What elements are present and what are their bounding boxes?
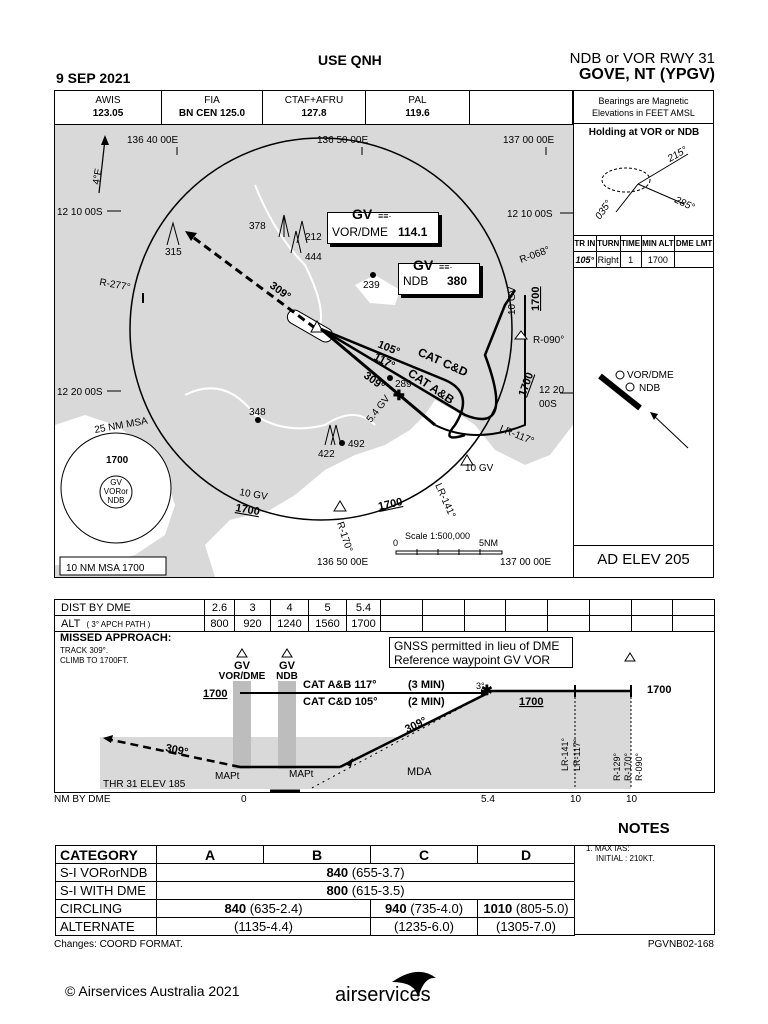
svg-text:136 50 00E: 136 50 00E: [317, 557, 368, 568]
svg-text:212: 212: [305, 232, 322, 243]
svg-text:1700: 1700: [234, 502, 260, 518]
qnh-note: USE QNH: [318, 52, 382, 68]
svg-text:315: 315: [165, 247, 182, 258]
svg-text:444: 444: [305, 252, 322, 263]
svg-text:Scale 1:500,000: Scale 1:500,000: [405, 531, 470, 541]
copyright: © Airservices Australia 2021: [65, 983, 240, 999]
svg-text:R-170°: R-170°: [623, 752, 633, 781]
svg-text:492: 492: [348, 439, 365, 450]
axis-label: NM BY DME: [54, 794, 111, 805]
svg-text:00S: 00S: [539, 399, 557, 410]
freq-blank: [470, 91, 573, 124]
svg-text:10 GV: 10 GV: [507, 286, 518, 315]
svg-text:LR-141°: LR-141°: [560, 737, 570, 771]
svg-text:LR-117°: LR-117°: [572, 738, 582, 771]
svg-text:THR 31 ELEV 185: THR 31 ELEV 185: [103, 779, 186, 790]
missed-text: TRACK 309°.CLIMB TO 1700FT.: [60, 646, 129, 665]
svg-text:NDB: NDB: [639, 383, 660, 394]
svg-text:137 00 00E: 137 00 00E: [500, 557, 551, 568]
svg-text:5NM: 5NM: [479, 538, 498, 548]
minima-table: CATEGORY A B C D S-I VORorNDB 840 (655-3…: [55, 845, 575, 936]
svg-text:12 10 00S: 12 10 00S: [507, 209, 553, 220]
svg-text:1700: 1700: [377, 496, 403, 513]
svg-text:12 20 00S: 12 20 00S: [57, 387, 103, 398]
svg-text:MDA: MDA: [407, 766, 432, 778]
svg-text:136 50 00E: 136 50 00E: [317, 135, 368, 146]
svg-text:R-129°: R-129°: [612, 752, 622, 781]
variation-label: 4°E: [91, 167, 105, 185]
svg-text:(2 MIN): (2 MIN): [408, 696, 445, 708]
svg-text:309°: 309°: [164, 742, 189, 758]
svg-text:1700: 1700: [530, 287, 542, 311]
notes-list: 1. MAX IAS: INITIAL : 210KT.: [586, 844, 655, 863]
svg-text:1700: 1700: [106, 455, 129, 466]
svg-text:GV: GV: [110, 478, 122, 487]
ad-elevation: AD ELEV 205: [573, 545, 714, 568]
svg-text:12 20: 12 20: [539, 385, 564, 396]
svg-text:(3 MIN): (3 MIN): [408, 679, 445, 691]
holding-title: Holding at VOR or NDB: [588, 127, 700, 138]
svg-text:3°: 3°: [476, 681, 485, 691]
svg-text:289: 289: [395, 379, 412, 390]
changes-note: Changes: COORD FORMAT.: [54, 939, 183, 950]
svg-text:R-090°: R-090°: [634, 752, 644, 781]
svg-text:GV: GV: [234, 660, 251, 672]
svg-text:MAPt: MAPt: [289, 769, 314, 780]
svg-text:✚: ✚: [393, 387, 405, 403]
svg-text:MAPt: MAPt: [215, 771, 240, 782]
svg-text:CAT A&B 117°: CAT A&B 117°: [303, 679, 376, 691]
svg-text:137 00 00E: 137 00 00E: [503, 135, 554, 146]
holding-diagram: 215° 285° 035°: [593, 145, 696, 222]
svg-text:348: 348: [249, 407, 266, 418]
notes-title: NOTES: [618, 820, 670, 837]
airservices-logo-icon: [392, 971, 436, 998]
svg-text:1700: 1700: [647, 684, 671, 696]
svg-text:035°: 035°: [593, 198, 614, 221]
svg-text:239: 239: [363, 280, 380, 291]
plan-legend: VOR/DME NDB: [598, 370, 689, 449]
bearing-note: Bearings are Magnetic Elevations in FEET…: [592, 96, 695, 118]
msa-10nm: 10 NM MSA 1700: [66, 563, 145, 574]
plan-frame: [54, 90, 714, 578]
svg-text:422: 422: [318, 449, 335, 460]
svg-text:CAT C&D 105°: CAT C&D 105°: [303, 696, 378, 708]
svg-text:VOR/DME: VOR/DME: [219, 671, 266, 682]
ndb-box: GV ≡≡· NDB 380: [398, 257, 480, 295]
svg-text:285°: 285°: [672, 194, 696, 213]
svg-text:R-090°: R-090°: [533, 335, 564, 346]
dme-table: DIST BY DME 2.6 3 4 5 5.4 ALT ( 3° APCH …: [54, 599, 715, 632]
svg-text:0: 0: [393, 538, 398, 548]
lon-label: 136 40 00E: [127, 135, 178, 146]
svg-text:215°: 215°: [665, 145, 689, 165]
svg-text:1700: 1700: [203, 688, 227, 700]
chart-code: PGVNB02-168: [647, 939, 714, 950]
plan-view: 136 40 00E 136 50 00E 137 00 00E 12 10 0…: [55, 125, 573, 577]
profile-frame: [54, 631, 715, 793]
missed-title: MISSED APPROACH:: [60, 632, 172, 644]
svg-text:R-277°: R-277°: [98, 277, 131, 293]
vor-box: GV ≡≡· VOR/DME 114.1: [327, 206, 439, 244]
svg-text:NDB: NDB: [276, 671, 298, 682]
svg-text:1700: 1700: [519, 696, 543, 708]
procedure-title: NDB or VOR RWY 31: [569, 50, 715, 67]
airport-name: GOVE, NT (YPGV): [578, 66, 715, 83]
holding-table: TR IN TURN TIME MIN ALT DME LMT 105° Rig…: [573, 235, 714, 268]
svg-text:NDB: NDB: [108, 496, 125, 505]
svg-text:VOR/DME: VOR/DME: [627, 370, 674, 381]
brand-name: airservices: [335, 984, 431, 1006]
profile-view: GV VOR/DME GV NDB 1700 1700 1700 CAT A&B…: [100, 648, 671, 793]
svg-text:10 GV: 10 GV: [465, 463, 494, 474]
svg-text:378: 378: [249, 221, 266, 232]
svg-text:10 GV: 10 GV: [238, 487, 268, 503]
svg-text:GV: GV: [279, 660, 296, 672]
chart-date: 9 SEP 2021: [56, 70, 131, 86]
svg-text:VORor: VORor: [104, 487, 129, 496]
svg-text:12 10 00S: 12 10 00S: [57, 207, 103, 218]
